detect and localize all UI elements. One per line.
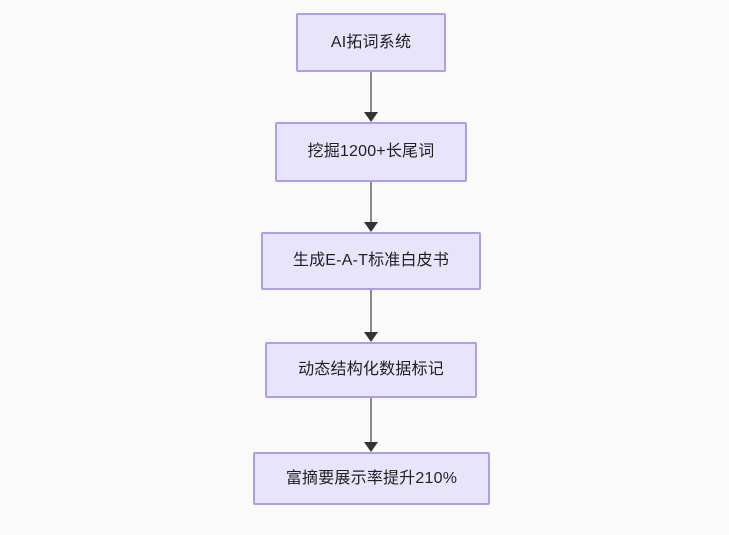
flowchart-node-label: AI拓词系统 — [330, 33, 412, 51]
edge-line — [370, 182, 372, 222]
flowchart-node-n1[interactable]: AI拓词系统 — [296, 13, 446, 72]
flowchart-edge-n1-n2 — [360, 72, 382, 122]
flowchart-node-label: 挖掘1200+长尾词 — [307, 143, 435, 161]
edge-arrowhead — [364, 442, 378, 452]
flowchart-node-n3[interactable]: 生成E-A-T标准白皮书 — [261, 232, 481, 290]
edge-line — [370, 398, 372, 442]
edge-line — [370, 290, 372, 332]
flowchart-node-n4[interactable]: 动态结构化数据标记 — [265, 342, 477, 398]
edge-line — [370, 72, 372, 112]
flowchart-node-label: 富摘要展示率提升210% — [285, 469, 458, 487]
edge-arrowhead — [364, 222, 378, 232]
edge-arrowhead — [364, 332, 378, 342]
edge-arrowhead — [364, 112, 378, 122]
flowchart-node-n2[interactable]: 挖掘1200+长尾词 — [275, 122, 467, 182]
flowchart-edge-n2-n3 — [360, 182, 382, 232]
flowchart-node-label: 生成E-A-T标准白皮书 — [292, 252, 450, 270]
flowchart-node-n5[interactable]: 富摘要展示率提升210% — [253, 452, 490, 505]
flowchart-edge-n4-n5 — [360, 398, 382, 452]
flowchart-edge-n3-n4 — [360, 290, 382, 342]
flowchart-node-label: 动态结构化数据标记 — [298, 361, 444, 379]
